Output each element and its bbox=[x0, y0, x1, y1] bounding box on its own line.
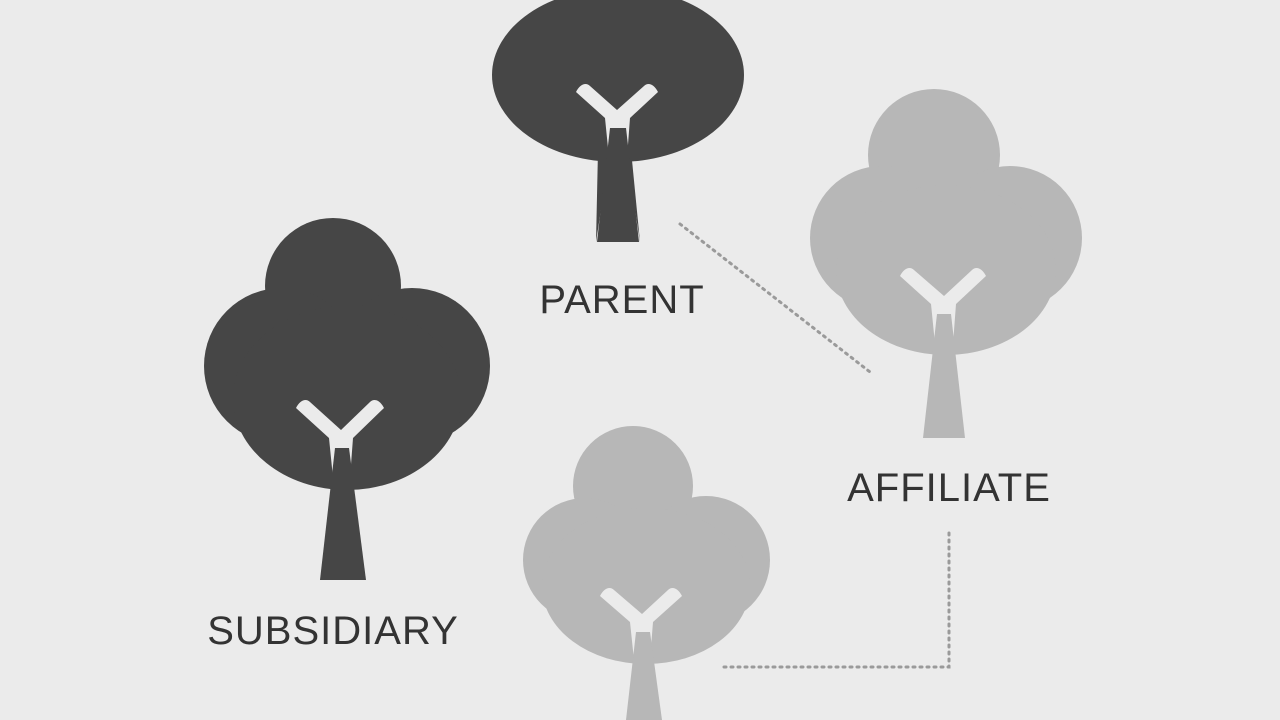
parent-label: PARENT bbox=[539, 278, 704, 322]
parent-tree-icon bbox=[492, 0, 744, 242]
affiliate-unlabeled-connector bbox=[720, 531, 951, 669]
affiliate-tree-trunk bbox=[923, 314, 965, 438]
parent-tree-trunk bbox=[597, 128, 639, 242]
affiliate-label: AFFILIATE bbox=[847, 466, 1051, 510]
affiliate-tree-icon bbox=[810, 89, 1082, 438]
subsidiary-tree-trunk bbox=[320, 448, 366, 580]
unlabeled-tree-icon bbox=[523, 426, 770, 720]
unlabeled-tree-trunk bbox=[626, 632, 662, 720]
subsidiary-tree-icon bbox=[204, 218, 490, 580]
subsidiary-label: SUBSIDIARY bbox=[207, 609, 459, 653]
parent-affiliate-connector bbox=[678, 222, 872, 374]
